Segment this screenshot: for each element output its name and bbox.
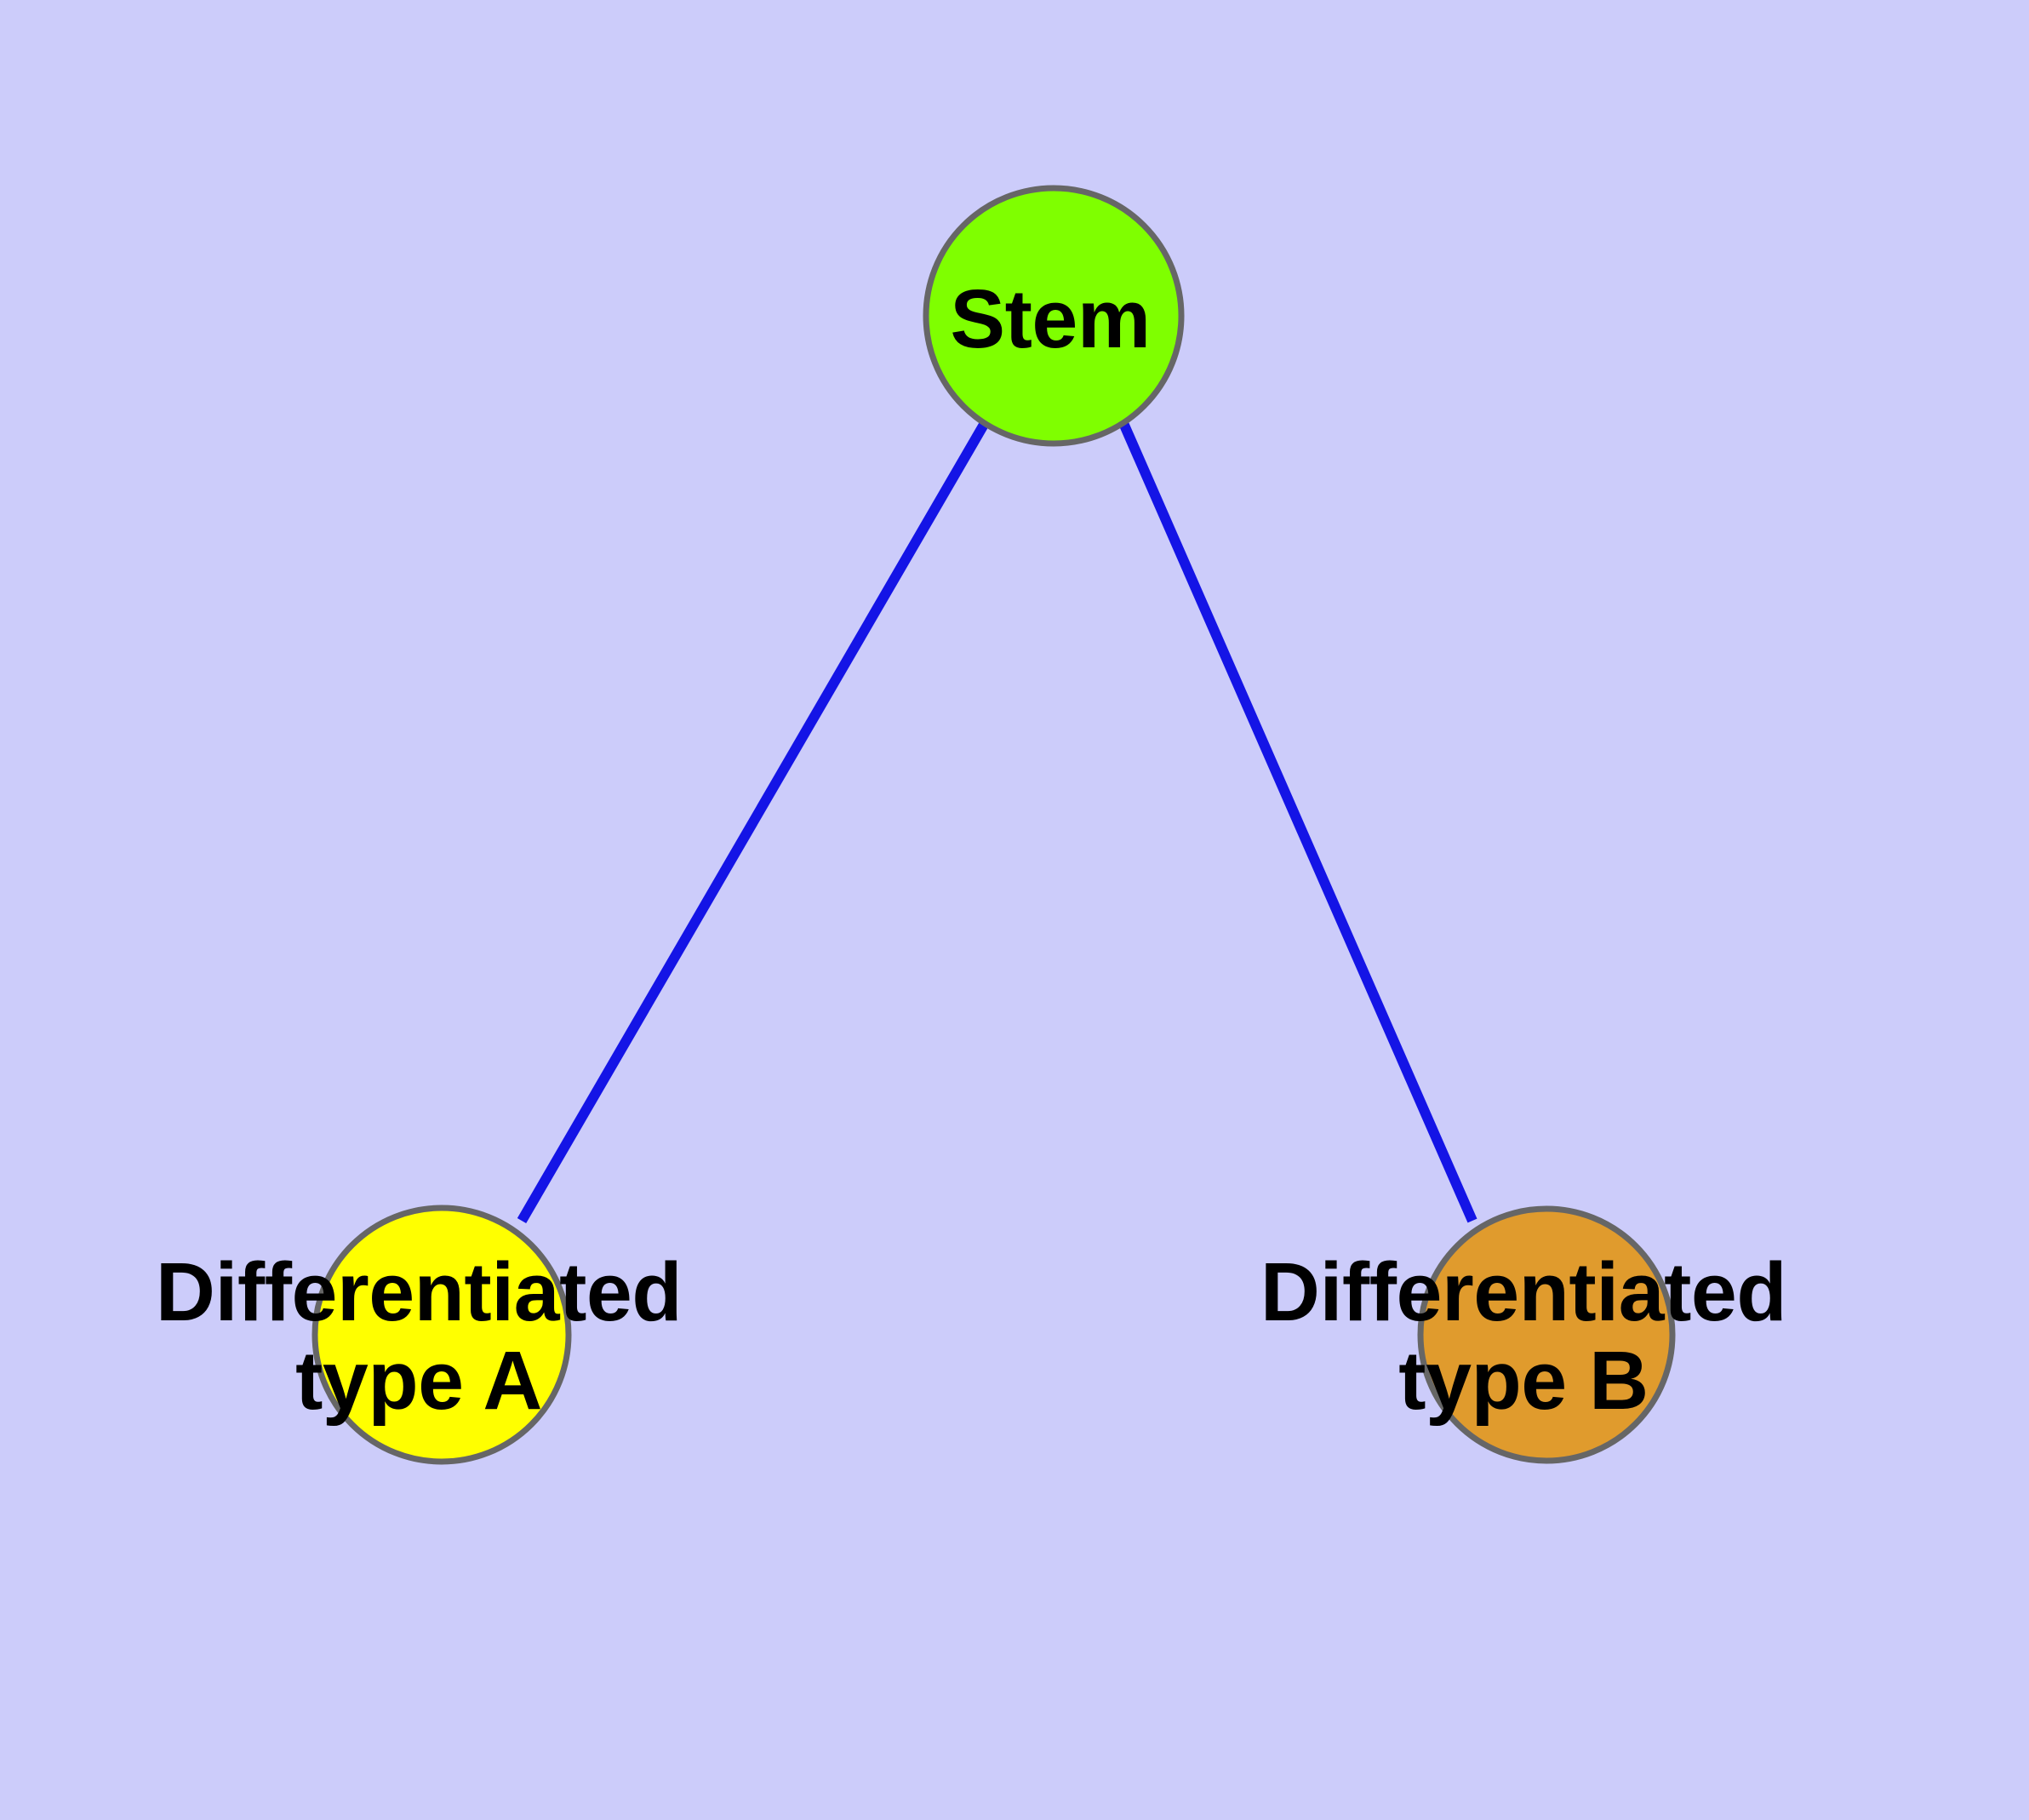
nodes-layer [311,185,1676,1465]
edges-layer [517,420,1477,1224]
node-circle-diff-b[interactable] [1417,1205,1676,1464]
node-circle-diff-a[interactable] [311,1205,572,1465]
node-circle-stem[interactable] [923,185,1185,447]
edge-stem-to-diff-a [517,420,990,1224]
edge-stem-to-diff-b [1118,421,1477,1223]
